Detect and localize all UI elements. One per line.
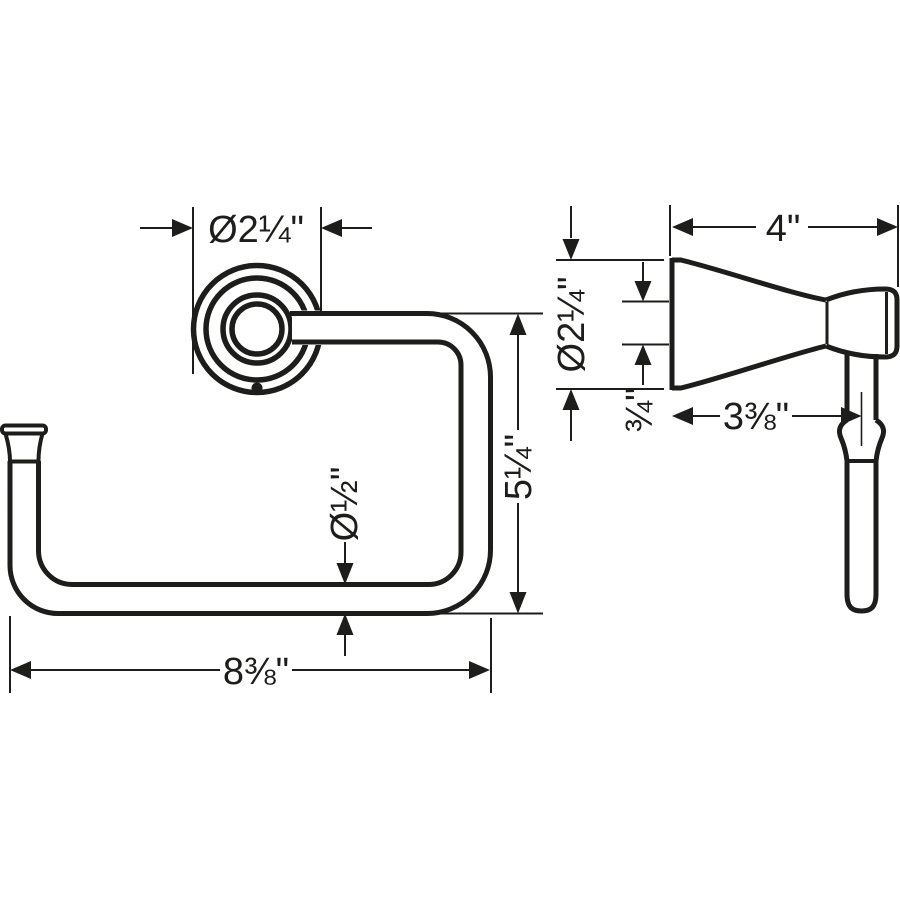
arrowhead-left-icon — [321, 219, 342, 237]
arrowhead-left-icon — [672, 407, 693, 425]
knob-top-edge — [825, 286, 886, 303]
collar-outer-circle — [220, 292, 294, 366]
side-view: 4" Ø2¼" ¾" 3⅜" — [551, 205, 900, 614]
bar-flare-right — [873, 417, 887, 462]
dim-label-front-mount-diameter: Ø2¼" — [208, 209, 304, 251]
ring-edge-profile — [836, 354, 887, 614]
arrowhead-up-icon — [336, 613, 354, 635]
dim-label-front-height: 5¼" — [498, 434, 540, 500]
bar-flare-left — [836, 417, 850, 462]
finial-flare-right — [36, 432, 45, 462]
escutcheon-profile — [669, 257, 900, 391]
arrowhead-down-icon — [562, 239, 580, 260]
arrowhead-down-icon — [509, 592, 527, 614]
arrowhead-left-icon — [10, 661, 31, 679]
arrowhead-up-icon — [562, 389, 580, 410]
dim-label-side-wall-to-ring-center: 3⅜" — [723, 396, 789, 438]
trumpet-bottom-edge — [672, 343, 827, 391]
collar-inner-circle — [229, 301, 285, 357]
arrowhead-right-icon — [469, 661, 490, 679]
dim-front-height: 5¼" — [430, 312, 543, 615]
set-screw-dot — [251, 382, 263, 394]
finial-flare-left — [3, 432, 12, 462]
arrowhead-down-icon — [336, 563, 354, 585]
dim-side-neck-diameter: ¾" — [619, 262, 669, 433]
dim-side-depth: 4" — [669, 205, 899, 287]
arrowhead-right-icon — [877, 218, 898, 236]
arrowhead-up-icon — [634, 344, 652, 365]
ring-outer-contour — [7, 311, 493, 616]
dim-side-wall-to-ring-center: 3⅜" — [672, 396, 862, 438]
arrowhead-down-icon — [634, 281, 652, 302]
dim-front-tube-diameter: Ø½" — [324, 467, 366, 656]
front-view: Ø2¼" 5¼" Ø½" 8⅜" — [0, 207, 543, 693]
dim-label-front-overall-width: 8⅜" — [223, 651, 289, 693]
knob-bottom-edge — [825, 343, 886, 360]
ring-inner-contour — [36, 339, 464, 587]
dim-label-side-neck-diameter: ¾" — [619, 387, 661, 432]
dim-side-plate-diameter: Ø2¼" — [551, 206, 664, 441]
finial-cap — [0, 423, 48, 436]
arrowhead-right-icon — [172, 219, 193, 237]
knob-end-cap — [884, 286, 900, 360]
dim-front-mount-diameter: Ø2¼" — [140, 207, 372, 374]
tube-overlap-mask — [292, 310, 437, 345]
finial — [0, 423, 48, 464]
dim-label-front-tube-diameter: Ø½" — [324, 467, 366, 542]
arrowhead-right-icon — [841, 407, 862, 425]
arrowhead-up-icon — [509, 313, 527, 335]
dim-front-overall-width: 8⅜" — [9, 616, 492, 693]
arrowhead-left-icon — [672, 218, 693, 236]
trumpet-top-edge — [672, 257, 827, 303]
dim-label-side-depth: 4" — [766, 208, 801, 250]
bar-bottom-cap — [844, 593, 879, 614]
dim-label-side-plate-diameter: Ø2¼" — [551, 277, 593, 373]
bar-lower-edges — [844, 461, 879, 594]
